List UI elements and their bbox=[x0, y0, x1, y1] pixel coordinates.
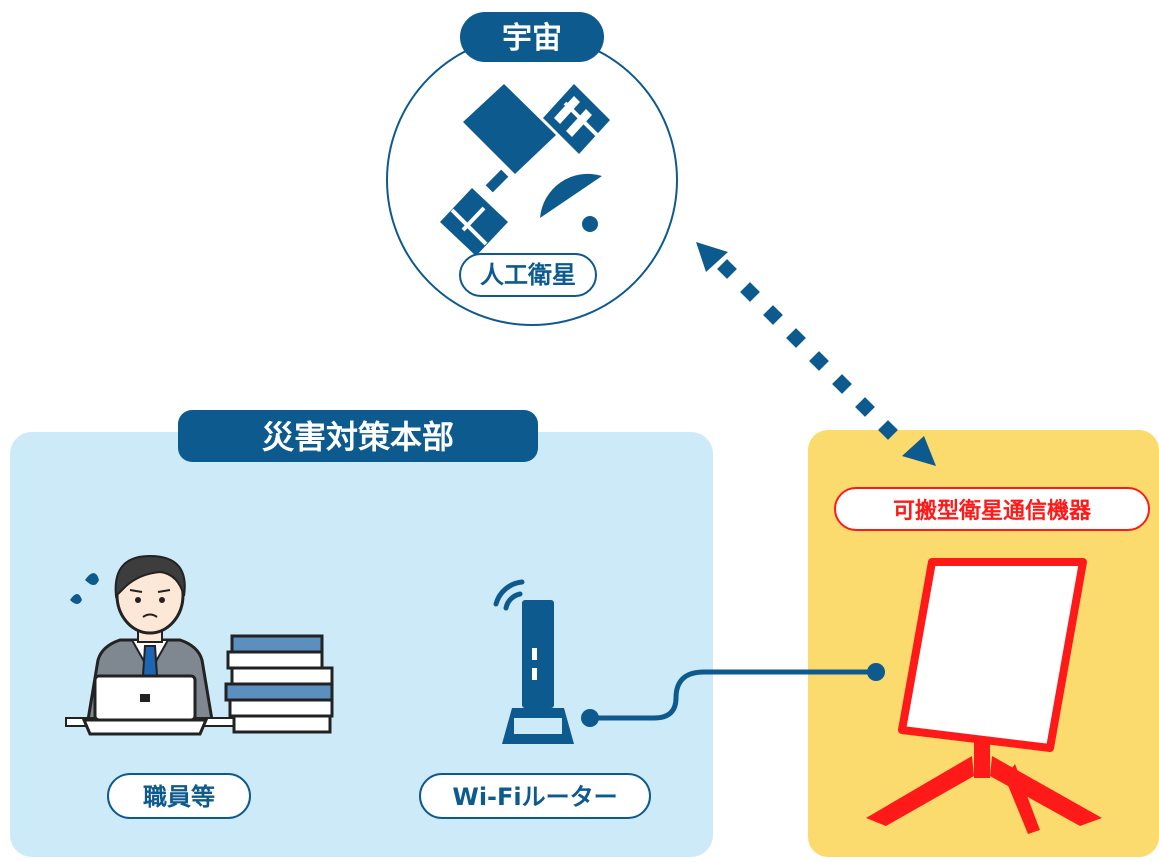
solar-panel-upper bbox=[543, 84, 610, 154]
terminal-label-badge: 可搬型衛星通信機器 bbox=[834, 487, 1150, 531]
hq-panel bbox=[10, 432, 713, 857]
router-terminal-cable bbox=[581, 663, 885, 727]
router-label-badge: Wi-Fiルーター bbox=[419, 773, 651, 819]
terminal-label: 可搬型衛星通信機器 bbox=[893, 498, 1092, 524]
space-title-badge: 宇宙 bbox=[460, 12, 604, 62]
router-label: Wi-Fiルーター bbox=[452, 783, 617, 811]
terminal-section: 可搬型衛星通信機器 bbox=[808, 430, 1159, 857]
wifi-router-icon bbox=[493, 579, 574, 744]
staff-label-badge: 職員等 bbox=[107, 773, 251, 819]
solar-panel-lower bbox=[440, 188, 508, 256]
satellite-icon bbox=[440, 84, 610, 256]
hq-section: 災害対策本部 bbox=[10, 410, 713, 857]
document-stack bbox=[224, 634, 334, 734]
hq-title: 災害対策本部 bbox=[262, 418, 454, 456]
office-worker-icon bbox=[65, 554, 334, 736]
space-section: 宇宙 bbox=[386, 12, 678, 326]
space-title: 宇宙 bbox=[502, 21, 562, 56]
hq-title-badge: 災害対策本部 bbox=[178, 410, 538, 462]
satellite-label-badge: 人工衛星 bbox=[459, 253, 597, 297]
satellite-dish-icon bbox=[866, 558, 1102, 834]
staff-label: 職員等 bbox=[143, 783, 215, 811]
bidirectional-dotted-arrow-icon bbox=[696, 242, 936, 466]
satellite-label: 人工衛星 bbox=[480, 261, 576, 289]
